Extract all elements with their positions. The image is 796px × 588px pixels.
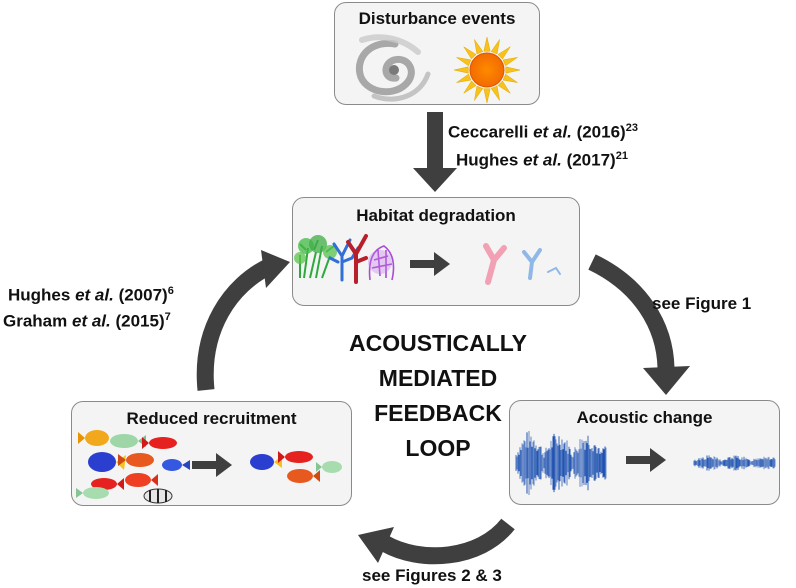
center-line-3: FEEDBACK [374,400,502,426]
reference-hughes-2017: Hughes et al. (2017)21 [456,150,628,170]
loud-soundwave-icon [515,431,607,495]
sun-ray [483,36,491,52]
see-figures-2-3-label: see Figures 2 & 3 [362,566,502,585]
diverse-fish-icon [76,430,190,504]
habitat-to-acoustic-arrow [588,254,675,369]
sun-ray [463,46,477,60]
center-line-2: MEDIATED [378,365,498,391]
habitat-degradation-title: Habitat degradation [356,206,516,225]
cyclone-icon [355,34,431,102]
sun-ray [456,73,472,83]
sun-ray [453,66,469,74]
degraded-coral-icon [483,243,561,285]
see-figure-1-label: see Figure 1 [652,294,752,313]
reference-ceccarelli-2016: Ceccarelli et al. (2016)23 [448,122,638,142]
acoustic-to-recruitment-arrow [379,518,515,565]
acoustic-to-recruitment-arrowhead [358,527,394,563]
disturbance-events-title: Disturbance events [358,9,516,28]
acoustic-change-title: Acoustic change [576,408,713,427]
acoustic-transition-arrow [626,448,666,472]
disturbance-to-habitat-arrow [413,112,457,192]
habitat-to-acoustic-arrowhead [643,366,690,395]
center-line-4: LOOP [405,435,471,461]
quiet-soundwave-icon [693,455,776,471]
recruitment-to-habitat-arrowhead [261,250,290,288]
feedback-loop-title: ACOUSTICALLY MEDIATED FEEDBACK LOOP [318,326,558,466]
sun-icon [453,36,521,104]
sun-ray [497,46,511,60]
reference-hughes-2007: Hughes et al. (2007)6 [8,285,174,305]
sun-ray [505,66,521,74]
reduced-recruitment-title: Reduced recruitment [126,409,297,428]
habitat-transition-arrow [410,252,450,276]
sun-ray [474,85,484,101]
sun-ray [497,80,511,94]
sun-ray [502,57,518,67]
center-line-1: ACOUSTICALLY [348,330,528,356]
healthy-coral-icon [294,234,395,284]
sun-ray [474,39,484,55]
reference-graham-2015: Graham et al. (2015)7 [3,311,171,331]
reduced-fish-icon [250,451,342,483]
sun-ray [490,85,500,101]
recruitment-to-habitat-arrow [196,258,274,391]
sun-ray [456,57,472,67]
sun-ray [502,73,518,83]
sun-ray [490,39,500,55]
sun-ray [463,80,477,94]
recruitment-transition-arrow [192,453,232,477]
sun-ray [483,88,491,104]
